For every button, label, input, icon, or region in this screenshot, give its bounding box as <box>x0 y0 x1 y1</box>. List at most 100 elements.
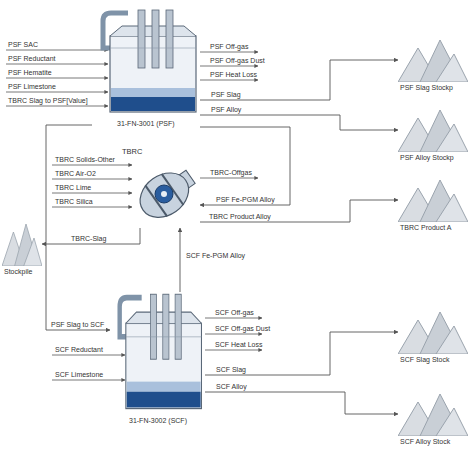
stockpile-name: PSF Alloy Stockp <box>400 154 454 162</box>
stockpile: TBRC Product A <box>398 178 468 234</box>
equipment-tag: 31-FN-3001 (PSF) <box>117 120 175 128</box>
drawing-line <box>200 52 258 53</box>
drawing-line <box>6 106 108 107</box>
stream-label: SCF Off-gas Dust <box>215 325 270 333</box>
stockpile: PSF Alloy Stockp <box>398 108 468 164</box>
drawing-line <box>6 64 108 65</box>
drawing-line <box>52 207 132 208</box>
drawing-path <box>436 54 468 82</box>
drawing-ellipse <box>132 164 198 227</box>
drawing-path <box>436 124 468 152</box>
tbrc-drawing <box>120 148 200 228</box>
drawing-line <box>200 66 258 67</box>
drawing-rect <box>166 10 173 68</box>
drawing-path <box>436 194 468 222</box>
drawing-line <box>52 380 125 381</box>
stream-label: TBRC-Offgas <box>210 169 252 177</box>
stream-label: SCF Limestone <box>55 371 103 379</box>
stream-label: SCF Fe-PGM Alloy <box>185 252 246 260</box>
pile-drawing <box>398 108 468 152</box>
drawing-line <box>52 165 132 166</box>
drawing-circle <box>155 185 173 203</box>
stream-label: PSF Fe-PGM Alloy <box>215 196 276 204</box>
stream-label: PSF Heat Loss <box>210 71 257 79</box>
drawing-line <box>205 350 262 351</box>
drawing-line <box>52 179 132 180</box>
pile-drawing <box>398 38 468 82</box>
stream-label: PSF Slag to SCF <box>50 321 105 329</box>
furnace: 31-FN-3001 (PSF) <box>92 8 200 130</box>
stream-label: TBRC-Slag <box>70 235 107 243</box>
drawing-rect <box>111 88 195 97</box>
drawing-line <box>6 50 108 51</box>
stockpile-name: SCF Alloy Stock <box>400 438 450 446</box>
stockpile: PSF Slag Stockp <box>398 38 468 94</box>
stockpile-name: Stockpile <box>4 268 32 276</box>
drawing-rect <box>111 97 195 111</box>
stream-line <box>46 125 110 330</box>
stockpile-name: SCF Slag Stock <box>400 356 449 364</box>
drawing-line <box>126 336 202 337</box>
stream-label: TBRC Air-O2 <box>55 170 96 178</box>
furnace: 31-FN-3002 (SCF) <box>110 292 205 427</box>
stream-label: TBRC Silica <box>55 198 93 206</box>
pile-drawing <box>398 310 468 354</box>
equipment-tag: TBRC <box>122 148 142 156</box>
furnace-drawing <box>110 292 205 413</box>
stream-label: TBRC Lime <box>55 184 91 192</box>
drawing-rect <box>163 294 169 359</box>
drawing-line <box>52 193 132 194</box>
stockpile-name: PSF Slag Stockp <box>400 84 453 92</box>
stockpile: SCF Alloy Stock <box>398 392 468 448</box>
drawing-rect <box>138 10 145 68</box>
drawing-path <box>24 238 42 266</box>
stream-label: SCF Off-gas <box>215 309 254 317</box>
drawing-rect <box>127 382 201 392</box>
drawing-rect <box>175 294 181 359</box>
drawing-line <box>6 92 108 93</box>
drawing-rect <box>150 294 156 359</box>
stream-label: TBRC Slag to PSF[Value] <box>8 97 88 105</box>
drawing-circle <box>161 191 167 197</box>
drawing-line <box>205 334 262 335</box>
stream-label: PSF Reductant <box>8 55 55 63</box>
stream-line <box>205 332 398 375</box>
stream-label: PSF Off-gas Dust <box>210 57 265 65</box>
stockpile: SCF Slag Stock <box>398 310 468 366</box>
drawing-line <box>6 78 108 79</box>
drawing-line <box>52 355 125 356</box>
drawing-line <box>205 318 262 319</box>
stream-label: TBRC Product Alloy <box>208 213 272 221</box>
stream-line <box>200 115 398 130</box>
stream-label: PSF Off-gas <box>210 43 248 51</box>
stream-label: PSF SAC <box>8 41 38 49</box>
stream-label: SCF Heat Loss <box>215 341 262 349</box>
drawing-line <box>110 48 196 49</box>
stream-label: TBRC Solids-Other <box>55 156 115 164</box>
stream-label: SCF Reductant <box>55 346 103 354</box>
pile-drawing <box>2 222 42 266</box>
converter-vessel: TBRC <box>120 148 200 228</box>
stream-label: PSF Slag <box>210 91 242 99</box>
stream-line <box>200 127 290 205</box>
drawing-path <box>436 408 468 436</box>
drawing-rect <box>127 392 201 408</box>
stream-label: PSF Limestone <box>8 83 56 91</box>
drawing-rect <box>152 10 159 68</box>
stream-line <box>205 392 398 414</box>
stockpile-name: TBRC Product A <box>400 224 451 232</box>
pile-drawing <box>398 392 468 436</box>
stream-line <box>180 228 181 292</box>
stream-line <box>200 60 398 100</box>
pile-drawing <box>398 178 468 222</box>
drawing-g <box>132 160 200 226</box>
stream-line <box>42 228 140 244</box>
drawing-path <box>436 326 468 354</box>
drawing-line <box>200 80 258 81</box>
stockpile: Stockpile <box>2 222 42 276</box>
equipment-tag: 31-FN-3002 (SCF) <box>129 417 187 425</box>
stream-label: PSF Hematite <box>8 69 52 77</box>
stream-label: SCF Slag <box>215 366 247 374</box>
stream-label: PSF Alloy <box>210 106 242 114</box>
furnace-drawing <box>92 8 200 116</box>
